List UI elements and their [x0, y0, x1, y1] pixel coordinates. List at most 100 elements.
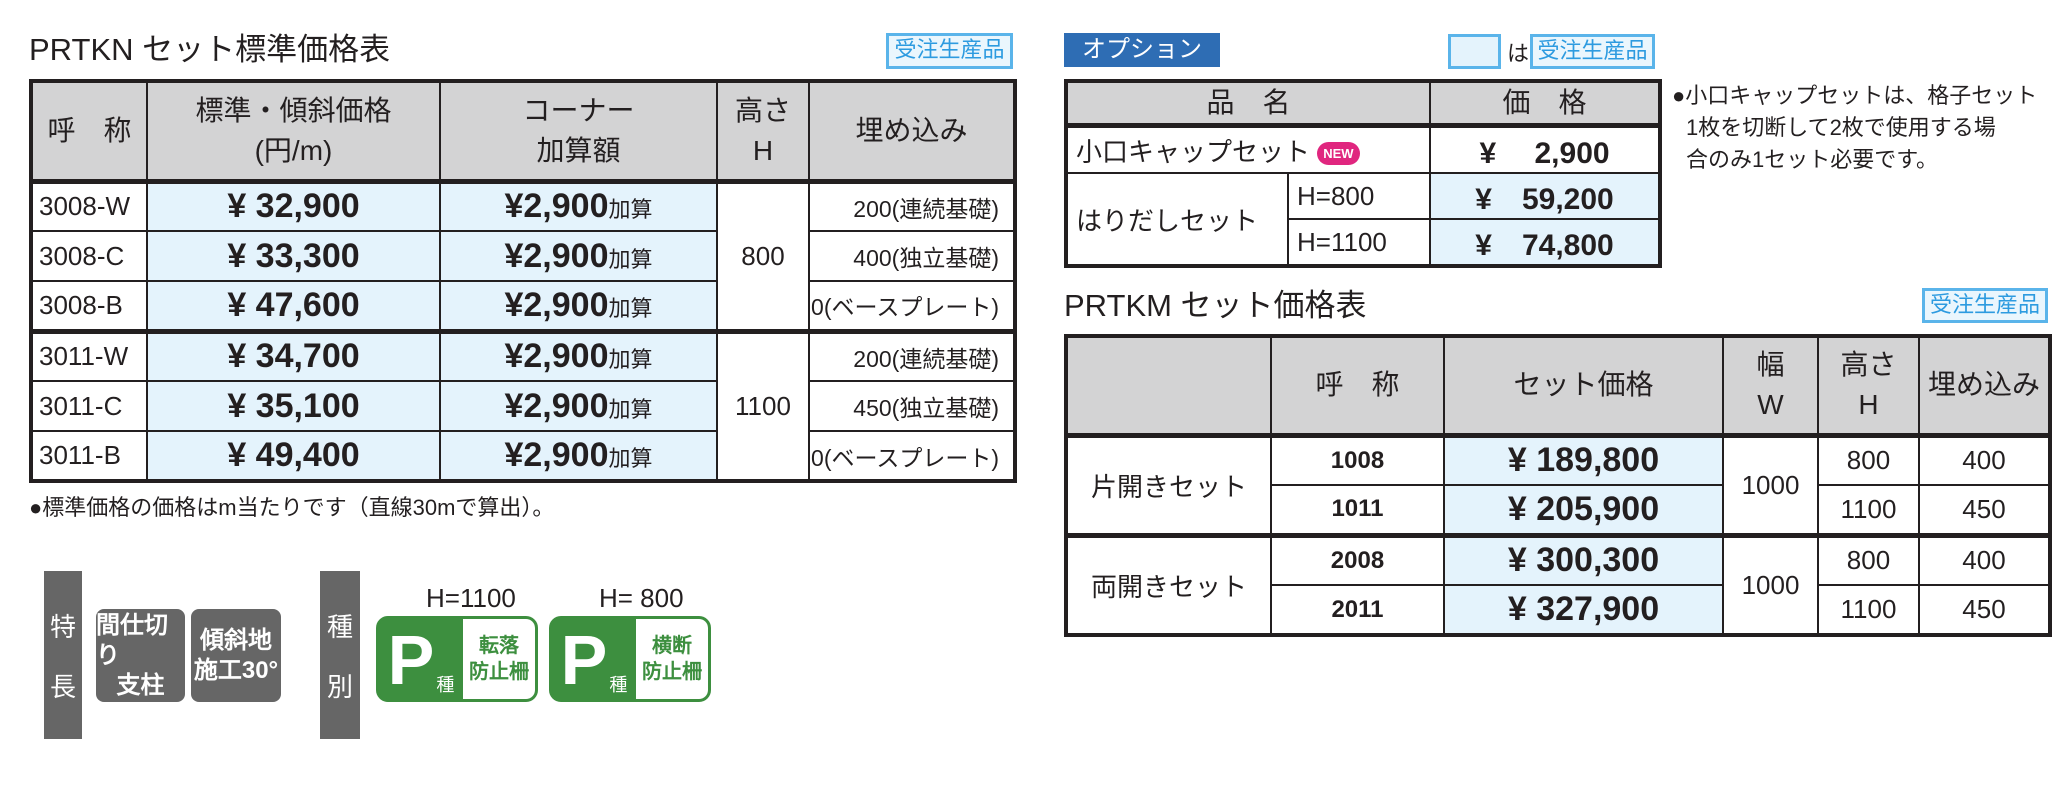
- cap-set-name: 小口キャップセット NEW: [1064, 124, 1432, 174]
- prtkm-header-blank: [1065, 335, 1272, 438]
- standard-price: ¥ 47,600: [146, 280, 441, 332]
- embed-value: 400: [1918, 532, 2051, 586]
- prtkm-made-to-order-badge: 受注生産品: [1922, 288, 2048, 323]
- corner-amount: ¥2,900: [504, 187, 609, 226]
- set-code: 2008: [1270, 532, 1445, 586]
- p-letter: P: [560, 621, 608, 699]
- set-price: ¥ 327,900: [1443, 584, 1724, 636]
- header-height-label: 高さ: [734, 94, 791, 126]
- note-line: 合のみ1セット必要です。: [1686, 147, 1939, 172]
- note-line: ●小口キャップセットは、格子セット: [1672, 83, 2038, 108]
- types-label-2: 別: [326, 671, 353, 702]
- corner-add-label: 加算: [608, 295, 653, 321]
- standard-price: ¥ 49,400: [146, 430, 441, 482]
- height-value: 800: [1817, 532, 1920, 586]
- standard-price: ¥ 32,900: [146, 180, 441, 232]
- feature-slope: 傾斜地施工30°: [191, 609, 281, 702]
- set-code: 2011: [1270, 584, 1445, 636]
- corner-add-label: 加算: [608, 347, 653, 373]
- width-value: 1000: [1722, 434, 1819, 536]
- embed-value: 400: [1918, 434, 2051, 486]
- haridashi-h: H=1100: [1286, 218, 1432, 267]
- corner-add-label: 加算: [608, 396, 653, 422]
- header-height: 高さ H: [716, 80, 810, 184]
- embed-depth: 400(独立基礎): [808, 230, 1016, 282]
- header-name: 呼 称: [30, 80, 148, 184]
- model-name: 3008-C: [30, 230, 148, 282]
- set-price: ¥ 300,300: [1443, 532, 1724, 586]
- made-to-order-badge: 受注生産品: [886, 33, 1013, 69]
- features-label-2: 長: [49, 671, 76, 702]
- header-price: 標準・傾斜価格 (円/m): [146, 80, 441, 184]
- corner-amount: ¥2,900: [504, 337, 609, 376]
- prtkn-note: ●標準価格の価格はm当たりです（直線30mで算出）。: [29, 495, 555, 520]
- header-corner-label: コーナー: [522, 94, 635, 126]
- cap-set-label: 小口キャップセット: [1076, 136, 1311, 167]
- header-price-label: 標準・傾斜価格: [195, 94, 392, 126]
- legend-badge: 受注生産品: [1530, 34, 1655, 69]
- haridashi-price: ¥ 59,200: [1429, 172, 1662, 220]
- embed-depth: 0(ベースプレート): [808, 280, 1016, 332]
- height-value: 1100: [716, 328, 810, 482]
- type-text-1: 転落: [479, 635, 519, 657]
- corner-price: ¥2,900加算: [439, 430, 718, 482]
- height-value: 1100: [1817, 584, 1920, 636]
- options-header-name: 品 名: [1064, 80, 1432, 128]
- features-label: 特長: [44, 571, 82, 739]
- header-corner: コーナー加算額: [439, 80, 718, 184]
- table-row: 2011 ¥ 327,900 1100 450: [1066, 584, 2051, 636]
- set-type: 両開きセット: [1065, 532, 1272, 636]
- types-label-1: 種: [326, 611, 353, 642]
- embed-value: 450: [1918, 484, 2051, 536]
- table-row: 3011-C ¥ 35,100 ¥2,900加算 450(独立基礎): [30, 380, 1016, 432]
- features-label-1: 特: [49, 611, 76, 642]
- type-text-2: 防止柵: [469, 661, 529, 683]
- kind-label: 種: [436, 675, 455, 695]
- prtkn-title: PRTKN セット標準価格表: [29, 32, 391, 67]
- options-title: オプション: [1064, 33, 1220, 67]
- embed-depth: 200(連続基礎): [808, 180, 1016, 232]
- embed-depth: 0(ベースプレート): [808, 430, 1016, 482]
- new-badge: NEW: [1317, 142, 1360, 166]
- set-price: ¥ 205,900: [1443, 484, 1724, 536]
- header-corner-label2: 加算額: [536, 134, 621, 166]
- table-row: 3008-B ¥ 47,600 ¥2,900加算 0(ベースプレート): [30, 280, 1016, 332]
- header-embed: 埋め込み: [808, 80, 1016, 184]
- height-value: 1100: [1817, 484, 1920, 536]
- type-text-2: 防止柵: [642, 661, 702, 683]
- header-height-label: 高さ: [1840, 349, 1897, 381]
- options-note: ●小口キャップセットは、格子セット 1枚を切断して2枚で使用する場 合のみ1セッ…: [1672, 80, 2037, 176]
- header-price-unit: (円/m): [254, 134, 333, 166]
- prtkm-header-price: セット価格: [1443, 335, 1724, 438]
- model-name: 3008-B: [30, 280, 148, 332]
- corner-price: ¥2,900加算: [439, 380, 718, 432]
- corner-amount: ¥2,900: [504, 285, 609, 324]
- width-value: 1000: [1722, 532, 1819, 636]
- embed-value: 450: [1918, 584, 2051, 636]
- table-row: 3011-W ¥ 34,700 ¥2,900加算 1100 200(連続基礎): [30, 328, 1016, 482]
- type-height-label: H= 800: [599, 583, 684, 613]
- cap-set-price: ¥ 2,900: [1429, 124, 1662, 174]
- feature-text: 支柱: [116, 671, 165, 699]
- corner-price: ¥2,900加算: [439, 280, 718, 332]
- header-height-label2: H: [1858, 389, 1879, 421]
- corner-add-label: 加算: [608, 446, 653, 471]
- haridashi-price: ¥ 74,800: [1429, 218, 1662, 267]
- prtkm-header-embed: 埋め込み: [1918, 335, 2051, 438]
- header-height-label2: H: [752, 134, 774, 166]
- table-row: 1011 ¥ 205,900 1100 450: [1066, 484, 2051, 536]
- type-text: 転落防止柵: [463, 619, 535, 699]
- corner-amount: ¥2,900: [504, 386, 609, 425]
- feature-text: 施工30°: [193, 656, 279, 684]
- corner-price: ¥2,900加算: [439, 230, 718, 282]
- model-name: 3011-B: [30, 430, 148, 482]
- model-name: 3011-C: [30, 380, 148, 432]
- height-value: 800: [1817, 434, 1920, 486]
- standard-price: ¥ 34,700: [146, 328, 441, 382]
- embed-depth: 200(連続基礎): [808, 328, 1016, 382]
- feature-partition-post: 間仕切り支柱: [96, 609, 185, 702]
- height-value: 800: [716, 180, 810, 332]
